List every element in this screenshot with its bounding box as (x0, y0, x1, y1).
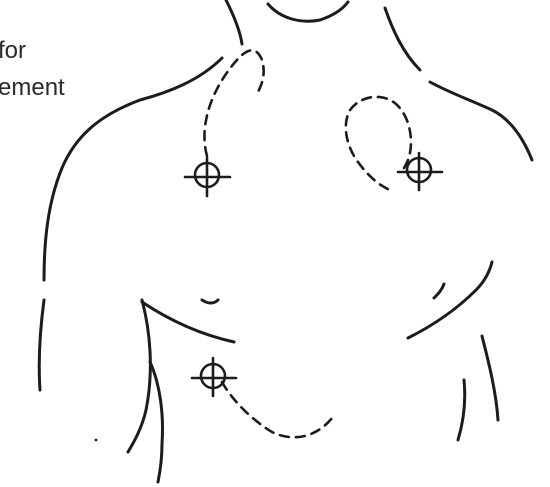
right-lower-torso-2 (458, 380, 465, 440)
dashed-path-subcostal (222, 382, 332, 437)
caption-line-1: for (0, 37, 26, 64)
right-pectoral-curve (408, 262, 492, 338)
neck-left-outline (226, 0, 242, 44)
speck-mark (95, 439, 98, 442)
neck-chin-outline (268, 2, 348, 21)
dashed-path-left-pocket (346, 97, 411, 190)
right-shoulder-outline (430, 82, 532, 160)
left-arm-edge (39, 300, 44, 390)
left-lower-torso-2 (150, 362, 163, 482)
right-nipple (434, 284, 444, 298)
target-right-infraclavicular (185, 158, 230, 196)
left-nipple (202, 300, 218, 303)
caption-line-2: ement (0, 74, 65, 101)
left-lower-torso (128, 300, 150, 452)
neck-right-outline (385, 8, 420, 70)
left-rib-margin (142, 302, 234, 342)
target-right-subcostal (192, 358, 236, 396)
right-lower-torso (482, 336, 498, 420)
target-left-infraclavicular (398, 153, 442, 190)
